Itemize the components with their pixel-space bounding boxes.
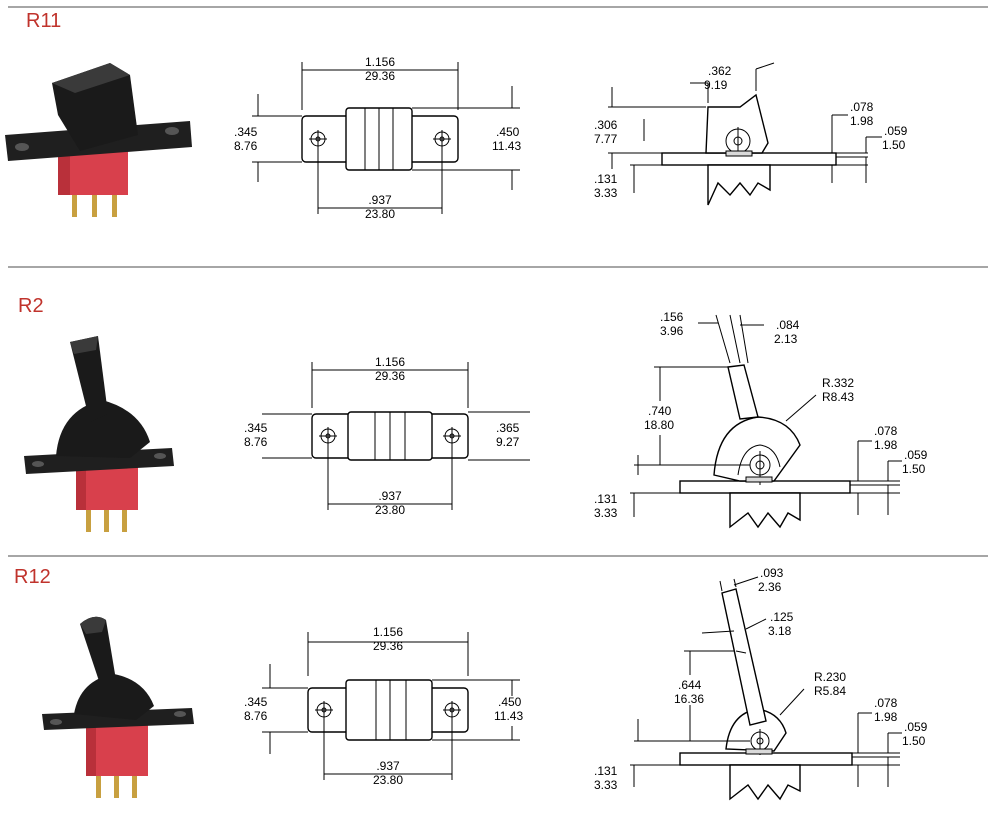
- r12-side-h-in: .644: [678, 678, 702, 692]
- top-view-r2: 1.156 29.36 .345 8.76 .365 9.27 .937 23.…: [244, 355, 530, 517]
- r11-right-h-in: .450: [496, 125, 520, 139]
- r11-hole-mm: 23.80: [365, 207, 395, 221]
- r12-right-h-mm: 11.43: [494, 709, 523, 723]
- r12-width-mm: 29.36: [373, 639, 403, 653]
- r12-hole-mm: 23.80: [373, 773, 403, 787]
- r2-side-b-mm: 2.13: [774, 332, 798, 346]
- r11-left-h-mm: 8.76: [234, 139, 258, 153]
- r2-side-r-in: R.332: [822, 376, 854, 390]
- r12-side-c-in: .078: [874, 696, 898, 710]
- r11-left-h-in: .345: [234, 125, 258, 139]
- r11-side-a-mm: 9.19: [704, 78, 728, 92]
- switch-photo-r2: [24, 336, 174, 532]
- r2-side-c-mm: 1.98: [874, 438, 898, 452]
- r11-hole-in: .937: [368, 193, 392, 207]
- r11-side-c-in: .078: [850, 100, 874, 114]
- r2-side-e-mm: 3.33: [594, 506, 618, 520]
- r2-width-mm: 29.36: [375, 369, 405, 383]
- r12-side-e-in: .131: [594, 764, 618, 778]
- r12-width-in: 1.156: [373, 625, 403, 639]
- r12-side-d-mm: 1.50: [902, 734, 926, 748]
- r12-side-b-mm: 3.18: [768, 624, 792, 638]
- r11-side-b-in: .306: [594, 118, 618, 132]
- r2-left-h-in: .345: [244, 421, 268, 435]
- r2-side-a-in: .156: [660, 310, 684, 324]
- r12-left-h-in: .345: [244, 695, 268, 709]
- r2-side-a-mm: 3.96: [660, 324, 684, 338]
- r11-width-in: 1.156: [365, 55, 395, 69]
- switch-photo-r11: [5, 63, 192, 217]
- r2-side-d-in: .059: [904, 448, 928, 462]
- r12-side-a-in: .093: [760, 566, 784, 580]
- r12-left-h-mm: 8.76: [244, 709, 268, 723]
- r12-side-r-mm: R5.84: [814, 684, 846, 698]
- r12-side-a-mm: 2.36: [758, 580, 782, 594]
- r12-hole-in: .937: [376, 759, 400, 773]
- r2-right-h-in: .365: [496, 421, 520, 435]
- r2-side-d-mm: 1.50: [902, 462, 926, 476]
- r11-side-d-mm: 1.50: [882, 138, 906, 152]
- r2-left-h-mm: 8.76: [244, 435, 268, 449]
- top-view-r11: 1.156 29.36 .345 8.76 .450 11.43 .937 23…: [234, 55, 521, 221]
- side-view-r12: .093 2.36 .125 3.18 .644 16.36 R.230 R5.…: [594, 566, 928, 801]
- r12-side-r-in: R.230: [814, 670, 846, 684]
- switch-photo-r12: [42, 616, 194, 798]
- r12-side-e-mm: 3.33: [594, 778, 618, 792]
- r12-side-c-mm: 1.98: [874, 710, 898, 724]
- top-view-r12: 1.156 29.36 .345 8.76 .450 11.43 .937 23…: [244, 625, 523, 787]
- section-title-r12: R12: [14, 566, 51, 588]
- divider-1: [8, 266, 988, 268]
- divider-2: [8, 555, 988, 557]
- section-title-r11: R11: [26, 10, 62, 32]
- divider-top: [8, 6, 988, 8]
- r2-hole-in: .937: [378, 489, 402, 503]
- r11-side-a-in: .362: [708, 64, 732, 78]
- r2-side-r-mm: R8.43: [822, 390, 854, 404]
- r2-side-e-in: .131: [594, 492, 618, 506]
- r11-side-e-mm: 3.33: [594, 186, 618, 200]
- side-view-r11: .362 9.19 .306 7.77 .131 3.33 .078 1.98 …: [594, 62, 908, 206]
- side-view-r2: .156 3.96 .084 2.13 .740 18.80 R.332 R8.…: [594, 310, 928, 529]
- r11-side-e-in: .131: [594, 172, 618, 186]
- r12-side-b-in: .125: [770, 610, 794, 624]
- r2-side-c-in: .078: [874, 424, 898, 438]
- r11-width-mm: 29.36: [365, 69, 395, 83]
- r11-right-h-mm: 11.43: [492, 139, 521, 153]
- r11-side-b-mm: 7.77: [594, 132, 618, 146]
- r12-side-h-mm: 16.36: [674, 692, 704, 706]
- r11-side-d-in: .059: [884, 124, 908, 138]
- r11-side-c-mm: 1.98: [850, 114, 874, 128]
- r12-side-d-in: .059: [904, 720, 928, 734]
- r2-side-h-mm: 18.80: [644, 418, 674, 432]
- section-title-r2: R2: [18, 295, 44, 317]
- r2-right-h-mm: 9.27: [496, 435, 520, 449]
- r12-right-h-in: .450: [498, 695, 522, 709]
- r2-side-h-in: .740: [648, 404, 672, 418]
- r2-side-b-in: .084: [776, 318, 800, 332]
- r2-width-in: 1.156: [375, 355, 405, 369]
- r2-hole-mm: 23.80: [375, 503, 405, 517]
